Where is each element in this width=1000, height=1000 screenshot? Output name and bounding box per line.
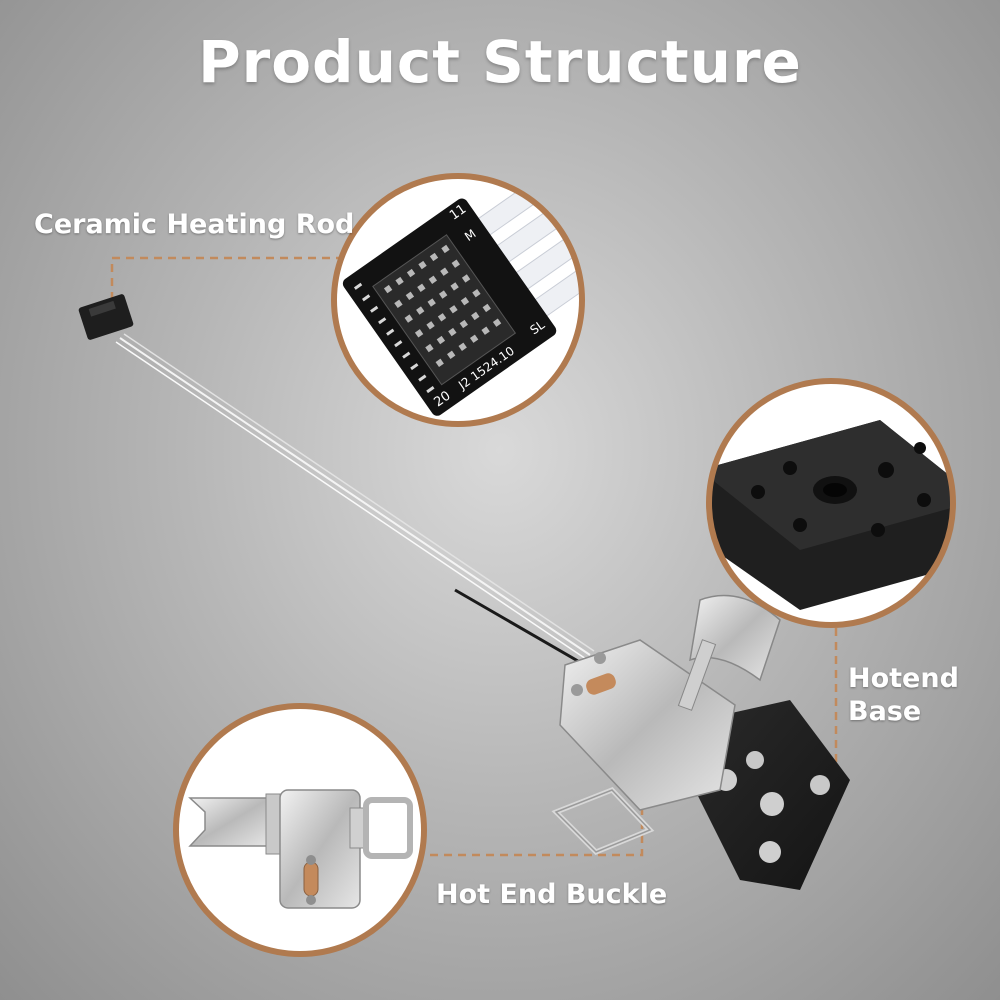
leader-hot-end-buckle [430,800,644,857]
detail-circle-hotend-base [706,378,956,628]
hot-end-buckle-assembly [551,594,781,855]
label-hotend-base: Hotend Base [848,662,959,728]
page-title: Product Structure [198,28,802,96]
heating-rod-wires [115,333,595,670]
label-hotend-base-line1: Hotend [848,663,959,694]
label-hot-end-buckle: Hot End Buckle [436,878,667,911]
leader-ceramic-rod [110,256,340,300]
label-ceramic-heating-rod: Ceramic Heating Rod [34,208,354,241]
label-ceramic-heating-rod-text: Ceramic Heating Rod [34,209,355,240]
connector-plug [78,294,134,340]
label-hotend-base-line2: Base [848,696,922,727]
detail-circle-hot-end-buckle [173,703,427,957]
detail-circle-connector: 20 11 J2 1524.10 M SL [331,173,585,427]
connector-mark-sl: SL [527,317,547,337]
label-hot-end-buckle-text: Hot End Buckle [436,879,668,910]
